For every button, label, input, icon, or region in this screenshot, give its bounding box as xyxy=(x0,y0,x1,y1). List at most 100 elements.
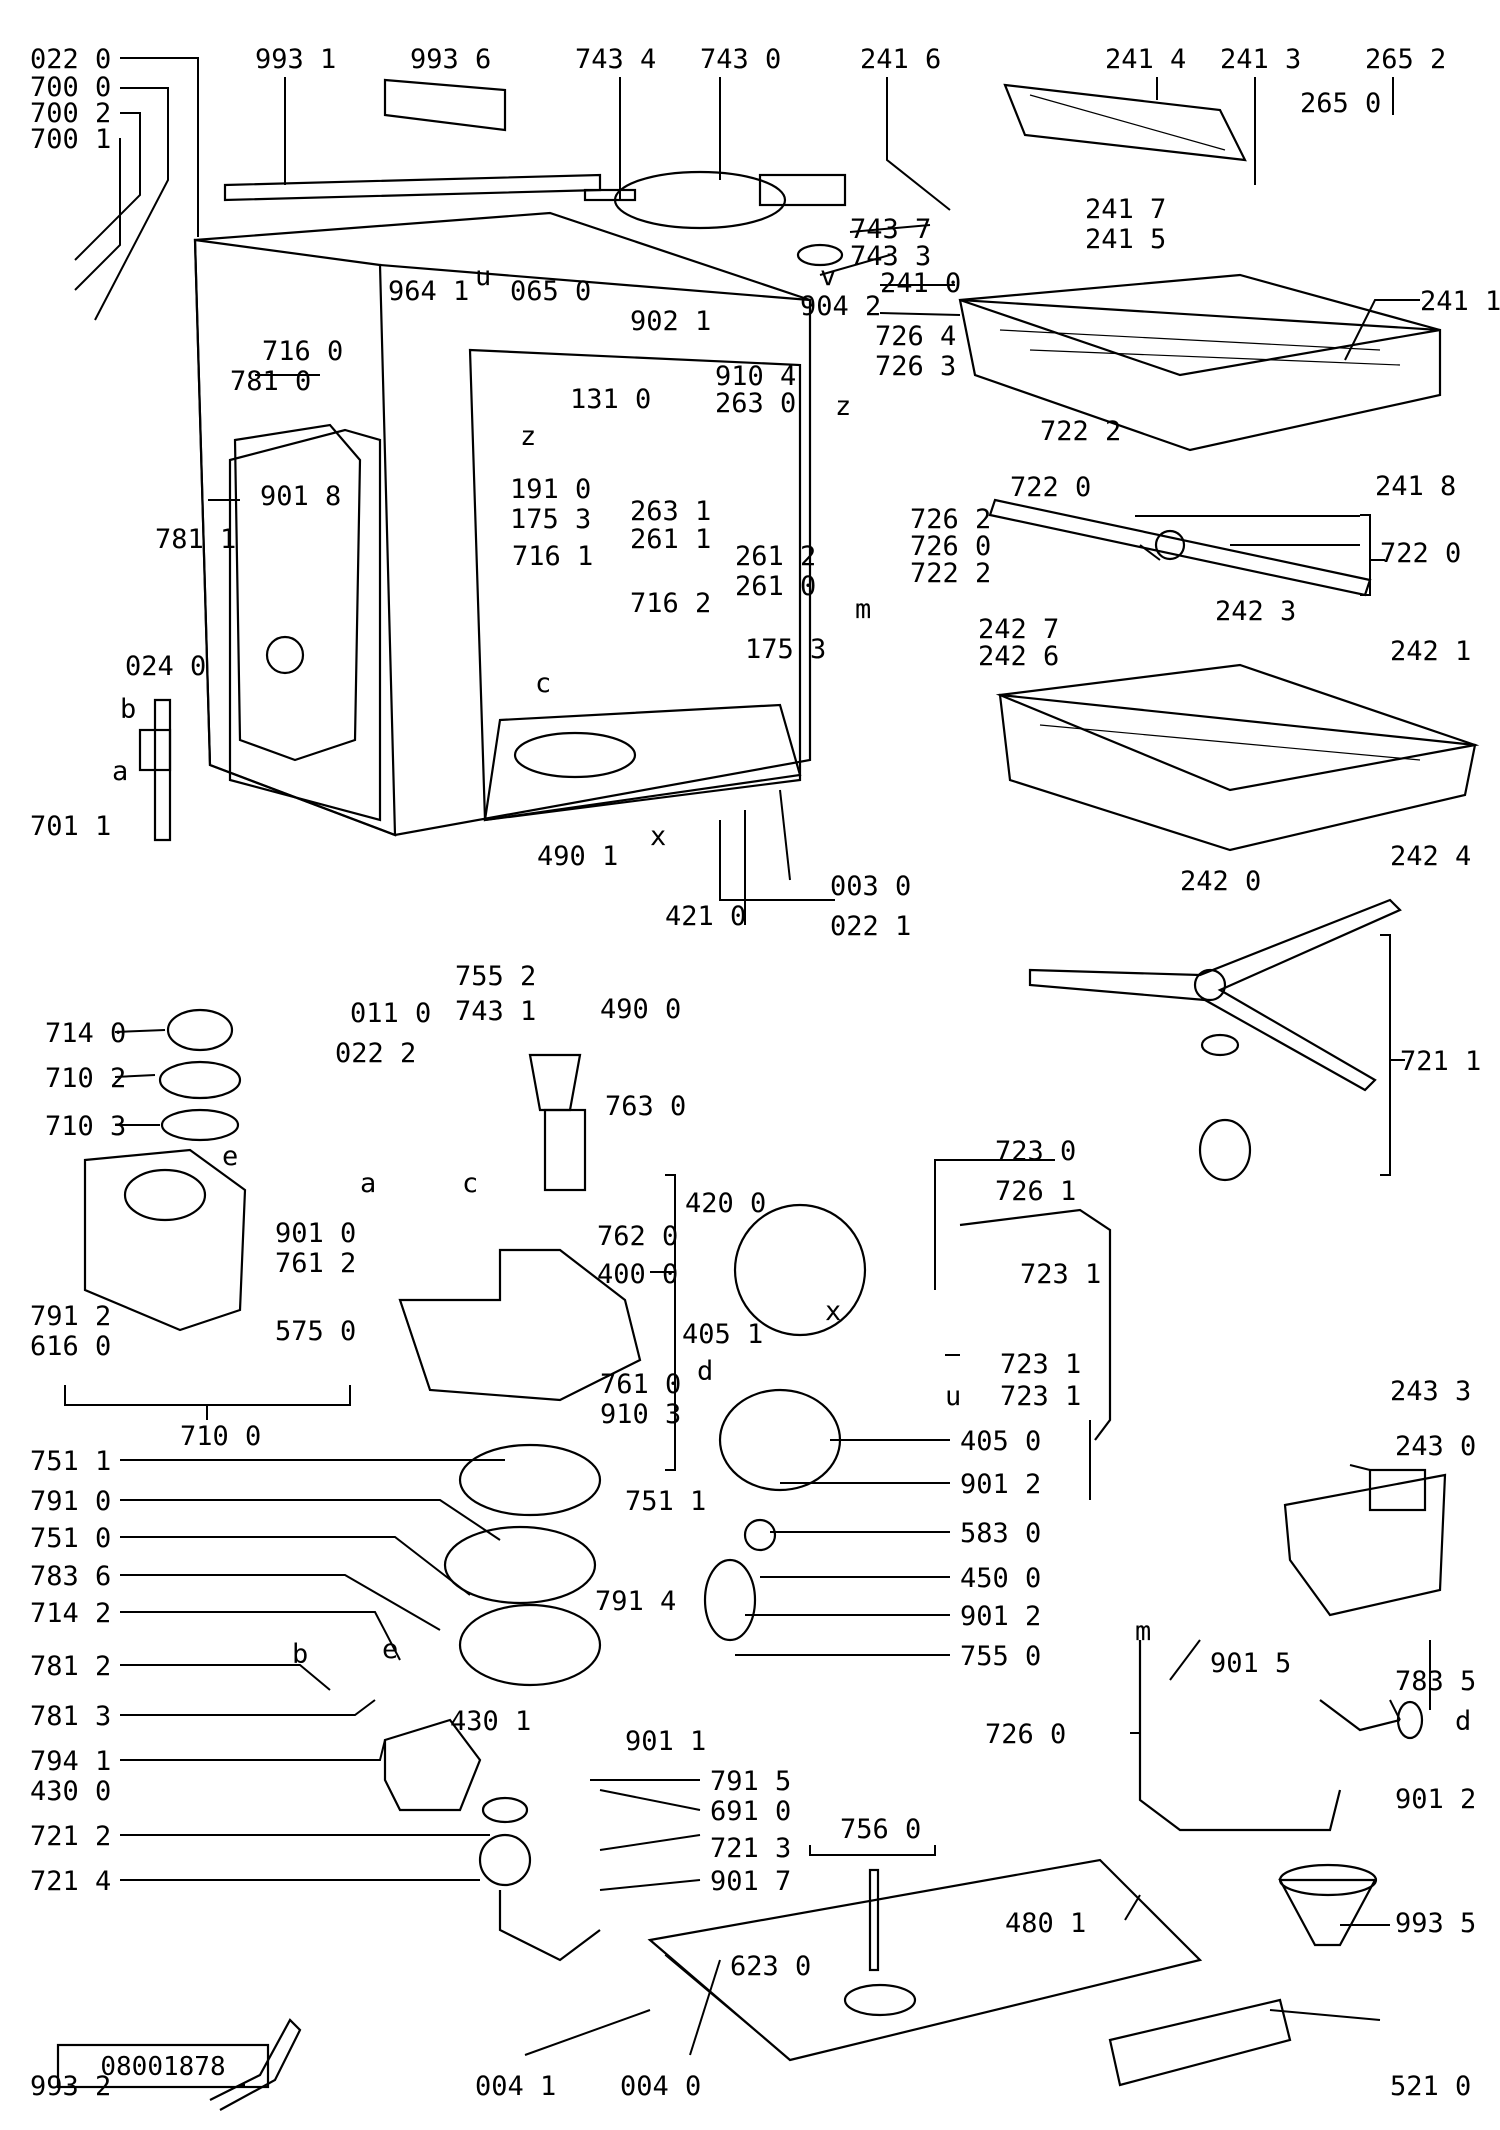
top-cover-strips xyxy=(223,78,602,202)
drain-pump xyxy=(383,1718,601,1962)
label-243-0: 243 0 xyxy=(1395,1431,1476,1462)
upper-basket xyxy=(958,273,1442,452)
label-400-0: 400 0 xyxy=(597,1259,678,1290)
label-904-2: 904 2 xyxy=(800,291,881,322)
water-softener xyxy=(83,1008,247,1332)
label-242-7: 242 7 xyxy=(978,614,1059,645)
label-726-0-top: 726 0 xyxy=(910,531,991,562)
label-003-0: 003 0 xyxy=(830,871,911,902)
label-241-6: 241 6 xyxy=(860,44,941,75)
label-420-0: 420 0 xyxy=(685,1188,766,1219)
label-405-0: 405 0 xyxy=(960,1426,1041,1457)
label-761-0: 761 0 xyxy=(600,1369,681,1400)
label-751-0: 751 0 xyxy=(30,1523,111,1554)
label-710-0: 710 0 xyxy=(180,1421,261,1452)
label-131-0: 131 0 xyxy=(570,384,651,415)
drawing-number: 08001878 xyxy=(100,2052,225,2082)
letter-v-top: v xyxy=(820,261,836,292)
label-993-1: 993 1 xyxy=(255,44,336,75)
lower-basket xyxy=(995,663,1480,852)
letter-e-softener: e xyxy=(222,1141,238,1172)
label-243-3: 243 3 xyxy=(1390,1376,1471,1407)
cup-shelf xyxy=(1003,83,1247,162)
label-450-0: 450 0 xyxy=(960,1563,1041,1594)
label-700-1: 700 1 xyxy=(30,124,111,155)
label-716-1: 716 1 xyxy=(512,541,593,572)
label-024-0: 024 0 xyxy=(125,651,206,682)
label-004-1: 004 1 xyxy=(475,2071,556,2102)
circulation-motor xyxy=(703,1203,867,1642)
label-421-0: 421 0 xyxy=(665,901,746,932)
letter-d-pump: d xyxy=(697,1356,713,1387)
label-430-1: 430 1 xyxy=(450,1706,531,1737)
label-405-1: 405 1 xyxy=(682,1319,763,1350)
label-241-5: 241 5 xyxy=(1085,224,1166,255)
label-261-1: 261 1 xyxy=(630,524,711,555)
letter-z-right: z xyxy=(835,391,851,422)
connection-letters: b a a b c c d d e e m m u u v x x z z xyxy=(112,261,1471,1737)
label-781-3: 781 3 xyxy=(30,1701,111,1732)
label-723-1-b: 723 1 xyxy=(1000,1349,1081,1380)
label-743-4: 743 4 xyxy=(575,44,656,75)
label-901-5: 901 5 xyxy=(1210,1648,1291,1679)
label-743-3: 743 3 xyxy=(850,241,931,272)
label-714-0: 714 0 xyxy=(45,1018,126,1049)
letter-a-top: a xyxy=(112,756,128,787)
letter-e-inlet: e xyxy=(382,1634,398,1665)
label-791-2: 791 2 xyxy=(30,1301,111,1332)
label-901-2-c: 901 2 xyxy=(1395,1784,1476,1815)
label-993-6: 993 6 xyxy=(410,44,491,75)
label-241-7: 241 7 xyxy=(1085,194,1166,225)
label-241-1: 241 1 xyxy=(1420,286,1500,317)
label-714-2: 714 2 xyxy=(30,1598,111,1629)
letter-a-mid: a xyxy=(360,1168,376,1199)
label-794-1: 794 1 xyxy=(30,1746,111,1777)
label-583-0: 583 0 xyxy=(960,1518,1041,1549)
label-726-1: 726 1 xyxy=(995,1176,1076,1207)
label-263-0: 263 0 xyxy=(715,388,796,419)
letter-d-hose: d xyxy=(1455,1706,1471,1737)
label-241-8: 241 8 xyxy=(1375,471,1456,502)
label-242-6: 242 6 xyxy=(978,641,1059,672)
label-721-2: 721 2 xyxy=(30,1821,111,1852)
label-721-1: 721 1 xyxy=(1400,1046,1481,1077)
label-701-1: 701 1 xyxy=(30,811,111,842)
label-743-7: 743 7 xyxy=(850,214,931,245)
label-743-0: 743 0 xyxy=(700,44,781,75)
drawing-number-box: 08001878 xyxy=(56,2043,270,2089)
label-616-0: 616 0 xyxy=(30,1331,111,1362)
label-722-0-mid: 722 0 xyxy=(1010,472,1091,503)
label-575-0: 575 0 xyxy=(275,1316,356,1347)
label-700-2: 700 2 xyxy=(30,98,111,129)
door-hinge-bracket xyxy=(138,698,172,842)
upper-spray-arm xyxy=(988,498,1372,597)
label-480-1: 480 1 xyxy=(1005,1908,1086,1939)
label-781-0: 781 0 xyxy=(230,366,311,397)
control-panel-strip xyxy=(1108,1998,1292,2087)
part-number-labels: 022 0 700 0 700 2 700 1 993 1 993 6 743 … xyxy=(30,44,1500,2102)
label-993-5: 993 5 xyxy=(1395,1908,1476,1939)
label-261-2: 261 2 xyxy=(735,541,816,572)
label-726-4: 726 4 xyxy=(875,321,956,352)
label-901-8: 901 8 xyxy=(260,481,341,512)
label-065-0: 065 0 xyxy=(510,276,591,307)
label-722-2-top: 722 2 xyxy=(1040,416,1121,447)
inlet-hose xyxy=(959,1208,1112,1441)
letter-u-top: u xyxy=(475,261,491,292)
label-902-1: 902 1 xyxy=(630,306,711,337)
label-691-0: 691 0 xyxy=(710,1796,791,1827)
label-242-4: 242 4 xyxy=(1390,841,1471,872)
label-490-1: 490 1 xyxy=(537,841,618,872)
label-726-3: 726 3 xyxy=(875,351,956,382)
label-723-0: 723 0 xyxy=(995,1136,1076,1167)
label-242-3: 242 3 xyxy=(1215,596,1296,627)
label-263-1: 263 1 xyxy=(630,496,711,527)
label-265-2: 265 2 xyxy=(1365,44,1446,75)
label-721-3: 721 3 xyxy=(710,1833,791,1864)
label-242-0: 242 0 xyxy=(1180,866,1261,897)
label-901-7: 901 7 xyxy=(710,1866,791,1897)
label-723-1-a: 723 1 xyxy=(1020,1259,1101,1290)
label-241-3: 241 3 xyxy=(1220,44,1301,75)
label-901-2-b: 901 2 xyxy=(960,1601,1041,1632)
